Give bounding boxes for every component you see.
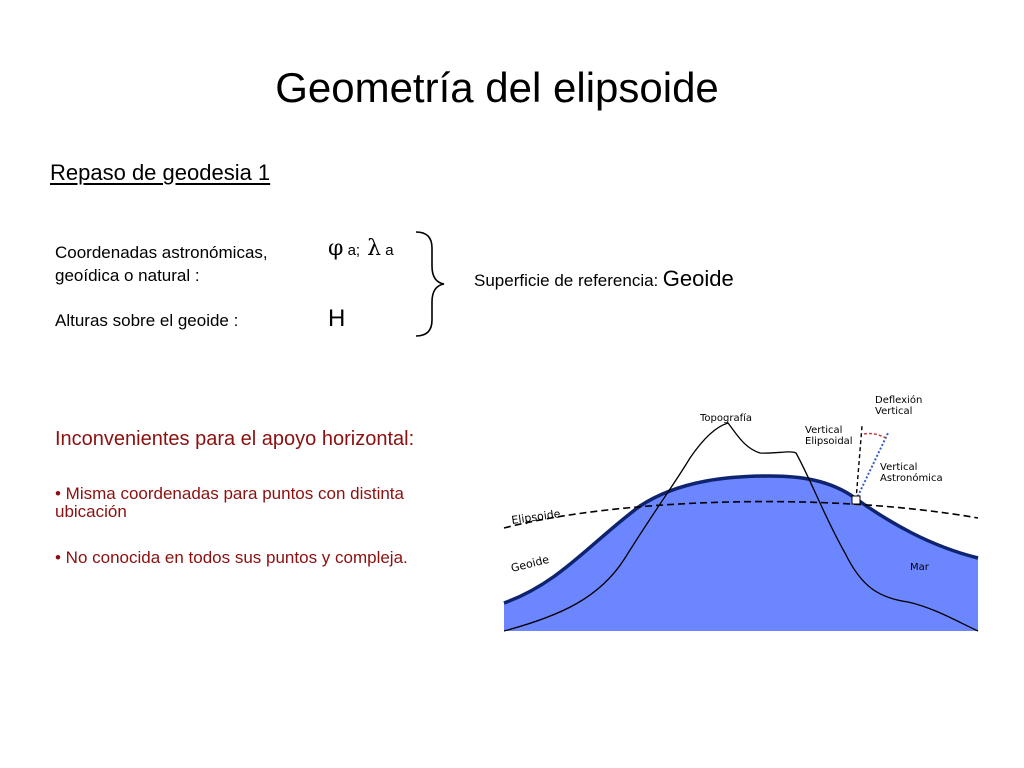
lambda-subscript: a: [381, 242, 394, 259]
bullet-1-line2: ubicación: [55, 502, 127, 521]
coords-label-line1: Coordenadas astronómicas,: [55, 243, 268, 262]
lambda-symbol: λ: [360, 236, 382, 261]
coords-label-line2: geoídica o natural :: [55, 266, 200, 285]
intersection-marker: [851, 495, 861, 505]
reference-value: Geoide: [662, 266, 734, 291]
heights-label: Alturas sobre el geoide :: [55, 311, 239, 330]
deflexion-label-2: Vertical: [875, 406, 912, 417]
vertical-elipsoidal-label-1: Vertical: [805, 425, 842, 436]
geoid-sea-area: [504, 476, 978, 631]
topography-line: [503, 422, 979, 632]
phi-symbol: φ: [328, 236, 344, 261]
vertical-elipsoidal-label-2: Elipsoidal: [805, 436, 853, 447]
vertical-astronomica-label-2: Astronómica: [880, 472, 943, 484]
bullet-2: • No conocida en todos sus puntos y comp…: [55, 548, 408, 567]
coords-symbols: φ a; λ a: [328, 236, 394, 261]
bullet-1-line1: • Misma coordenadas para puntos con dist…: [55, 484, 404, 503]
grouping-brace: [415, 231, 445, 337]
elipsoide-label: Elipsoide: [511, 507, 562, 527]
heights-symbol: H: [328, 305, 346, 332]
astronomical-vertical-line: [855, 432, 889, 501]
geodesy-diagram: Topografía Vertical Elipsoidal Deflexión…: [503, 394, 979, 632]
vertical-astronomica-label-1: Vertical: [880, 462, 917, 473]
geoid-line: [503, 474, 979, 605]
phi-subscript: a;: [343, 242, 361, 259]
slide-title: Geometría del elipsoide: [275, 64, 719, 111]
inconvenientes-heading: Inconvenientes para el apoyo horizontal:: [55, 428, 415, 450]
slide-subtitle: Repaso de geodesia 1: [50, 160, 271, 185]
ellipsoid-line: [503, 500, 979, 529]
deflexion-label-1: Deflexión: [875, 394, 922, 406]
mar-label: Mar: [910, 562, 930, 573]
topografia-label: Topografía: [699, 412, 752, 424]
ellipsoidal-vertical-line: [855, 425, 863, 501]
deflection-arc: [863, 432, 887, 439]
reference-surface: Superficie de referencia: Geoide: [474, 266, 734, 292]
geoide-label: Geoide: [510, 553, 551, 575]
reference-label: Superficie de referencia:: [474, 271, 659, 290]
